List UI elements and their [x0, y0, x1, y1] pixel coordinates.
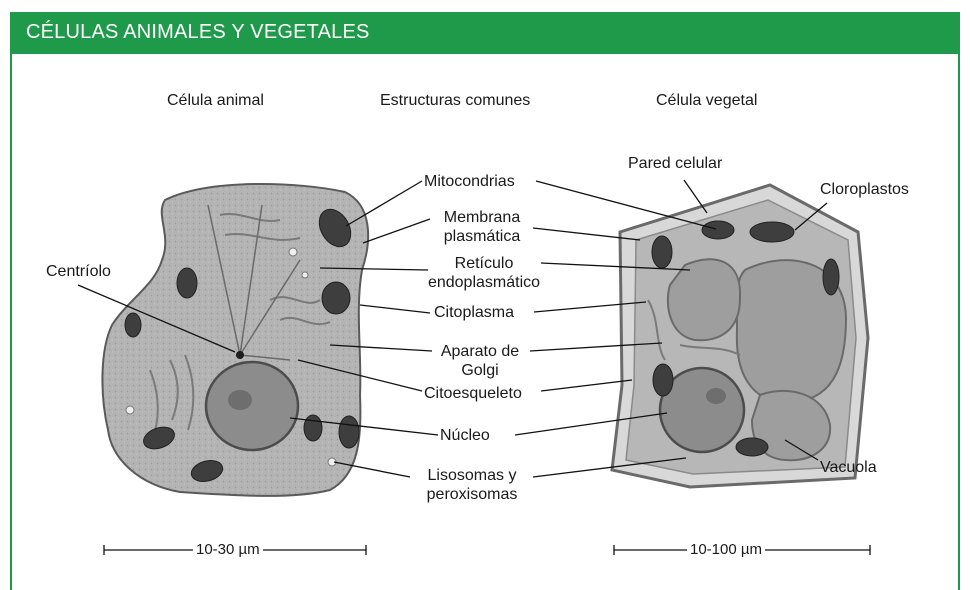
scale-label-animal: 10-30 µm: [193, 541, 263, 558]
heading-animal-cell: Célula animal: [167, 92, 264, 109]
leader-lines: [77, 179, 828, 478]
plant-nucleus: [658, 366, 746, 454]
animal-cell: [101, 183, 370, 497]
animal-nucleus: [204, 360, 300, 452]
label-membrana-plasmatica: Membrana plasmática: [430, 208, 534, 246]
plant-chloroplasts: [651, 220, 840, 457]
centriole: [236, 351, 244, 359]
frame-left-border: [10, 54, 12, 590]
animal-nucleolus: [228, 390, 252, 410]
plant-vacuole-small: [666, 258, 742, 342]
label-lisosomas-line2: peroxisomas: [426, 486, 518, 503]
label-reticulo-endoplasmatico: Retículo endoplasmático: [425, 254, 543, 292]
label-lisosomas-peroxisomas: Lisosomas y peroxisomas: [410, 466, 534, 504]
label-aparato-golgi: Aparato de Golgi: [430, 342, 530, 380]
label-membrana-line2: plasmática: [443, 228, 521, 245]
animal-mitochondria: [124, 208, 360, 483]
page-title: CÉLULAS ANIMALES Y VEGETALES: [26, 21, 370, 43]
heading-common-structures: Estructuras comunes: [380, 92, 531, 109]
label-reticulo-line2: endoplasmático: [427, 274, 541, 291]
label-citoesqueleto: Citoesqueleto: [424, 385, 522, 402]
label-membrana-line1: Membrana: [443, 209, 521, 226]
label-nucleo: Núcleo: [440, 427, 490, 444]
label-vacuola: Vacuola: [820, 459, 877, 476]
animal-cell-membrane: [101, 183, 370, 497]
animal-vesicles: [125, 247, 337, 467]
plant-er: [647, 299, 741, 361]
label-pared-celular: Pared celular: [628, 155, 723, 172]
label-lisosomas-line1: Lisosomas y: [427, 467, 517, 484]
label-aparato-line2: Golgi: [461, 362, 499, 379]
heading-plant-cell: Célula vegetal: [656, 92, 758, 109]
label-citoplasma: Citoplasma: [434, 304, 515, 321]
frame-right-border: [958, 54, 960, 590]
animal-cytoskeleton: [207, 204, 301, 361]
plant-nucleolus: [706, 388, 726, 404]
label-reticulo-line1: Retículo: [454, 255, 514, 272]
scale-label-plant: 10-100 µm: [687, 541, 766, 558]
label-mitocondrias: Mitocondrias: [424, 173, 515, 190]
label-centriolo: Centríolo: [46, 263, 111, 280]
label-aparato-line1: Aparato de: [440, 343, 520, 360]
label-cloroplastos: Cloroplastos: [820, 181, 909, 198]
plant-cell: [610, 183, 870, 489]
title-bar: CÉLULAS ANIMALES Y VEGETALES: [10, 12, 960, 54]
